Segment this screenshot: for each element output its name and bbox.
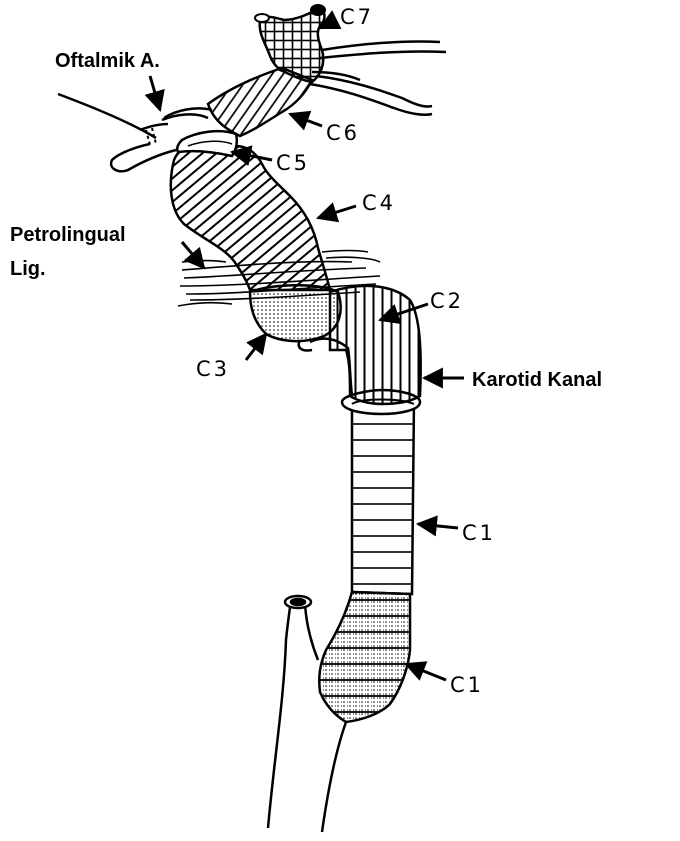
arrow-petrolingual	[182, 242, 204, 268]
label-c2: C2	[430, 289, 464, 313]
label-oftalmik: Oftalmik A.	[55, 50, 160, 72]
label-karotid-kanal: Karotid Kanal	[472, 369, 602, 391]
label-c6: C6	[326, 121, 360, 145]
label-c3: C3	[196, 357, 230, 381]
segment-c6	[164, 68, 312, 136]
label-c1-upper: C1	[462, 521, 496, 545]
arrow-c6	[290, 114, 322, 126]
segment-c5	[177, 131, 237, 156]
segment-c1-lower	[319, 592, 410, 722]
arrow-oftalmik	[150, 76, 160, 110]
label-c7: C7	[340, 5, 374, 29]
label-c5: C5	[276, 151, 310, 175]
segment-c1-upper	[352, 400, 414, 594]
label-c4: C4	[362, 191, 396, 215]
terminal-branches	[310, 41, 446, 114]
label-petrolingual-line2: Lig.	[10, 258, 46, 280]
label-petrolingual-line1: Petrolingual	[10, 224, 126, 246]
arrow-c3	[246, 334, 266, 360]
segment-c7	[255, 4, 326, 82]
arrow-c4	[318, 206, 356, 218]
label-c1-lower: C1	[450, 673, 484, 697]
arrow-c1-lower	[406, 664, 446, 680]
arrow-c1-upper	[418, 524, 458, 528]
